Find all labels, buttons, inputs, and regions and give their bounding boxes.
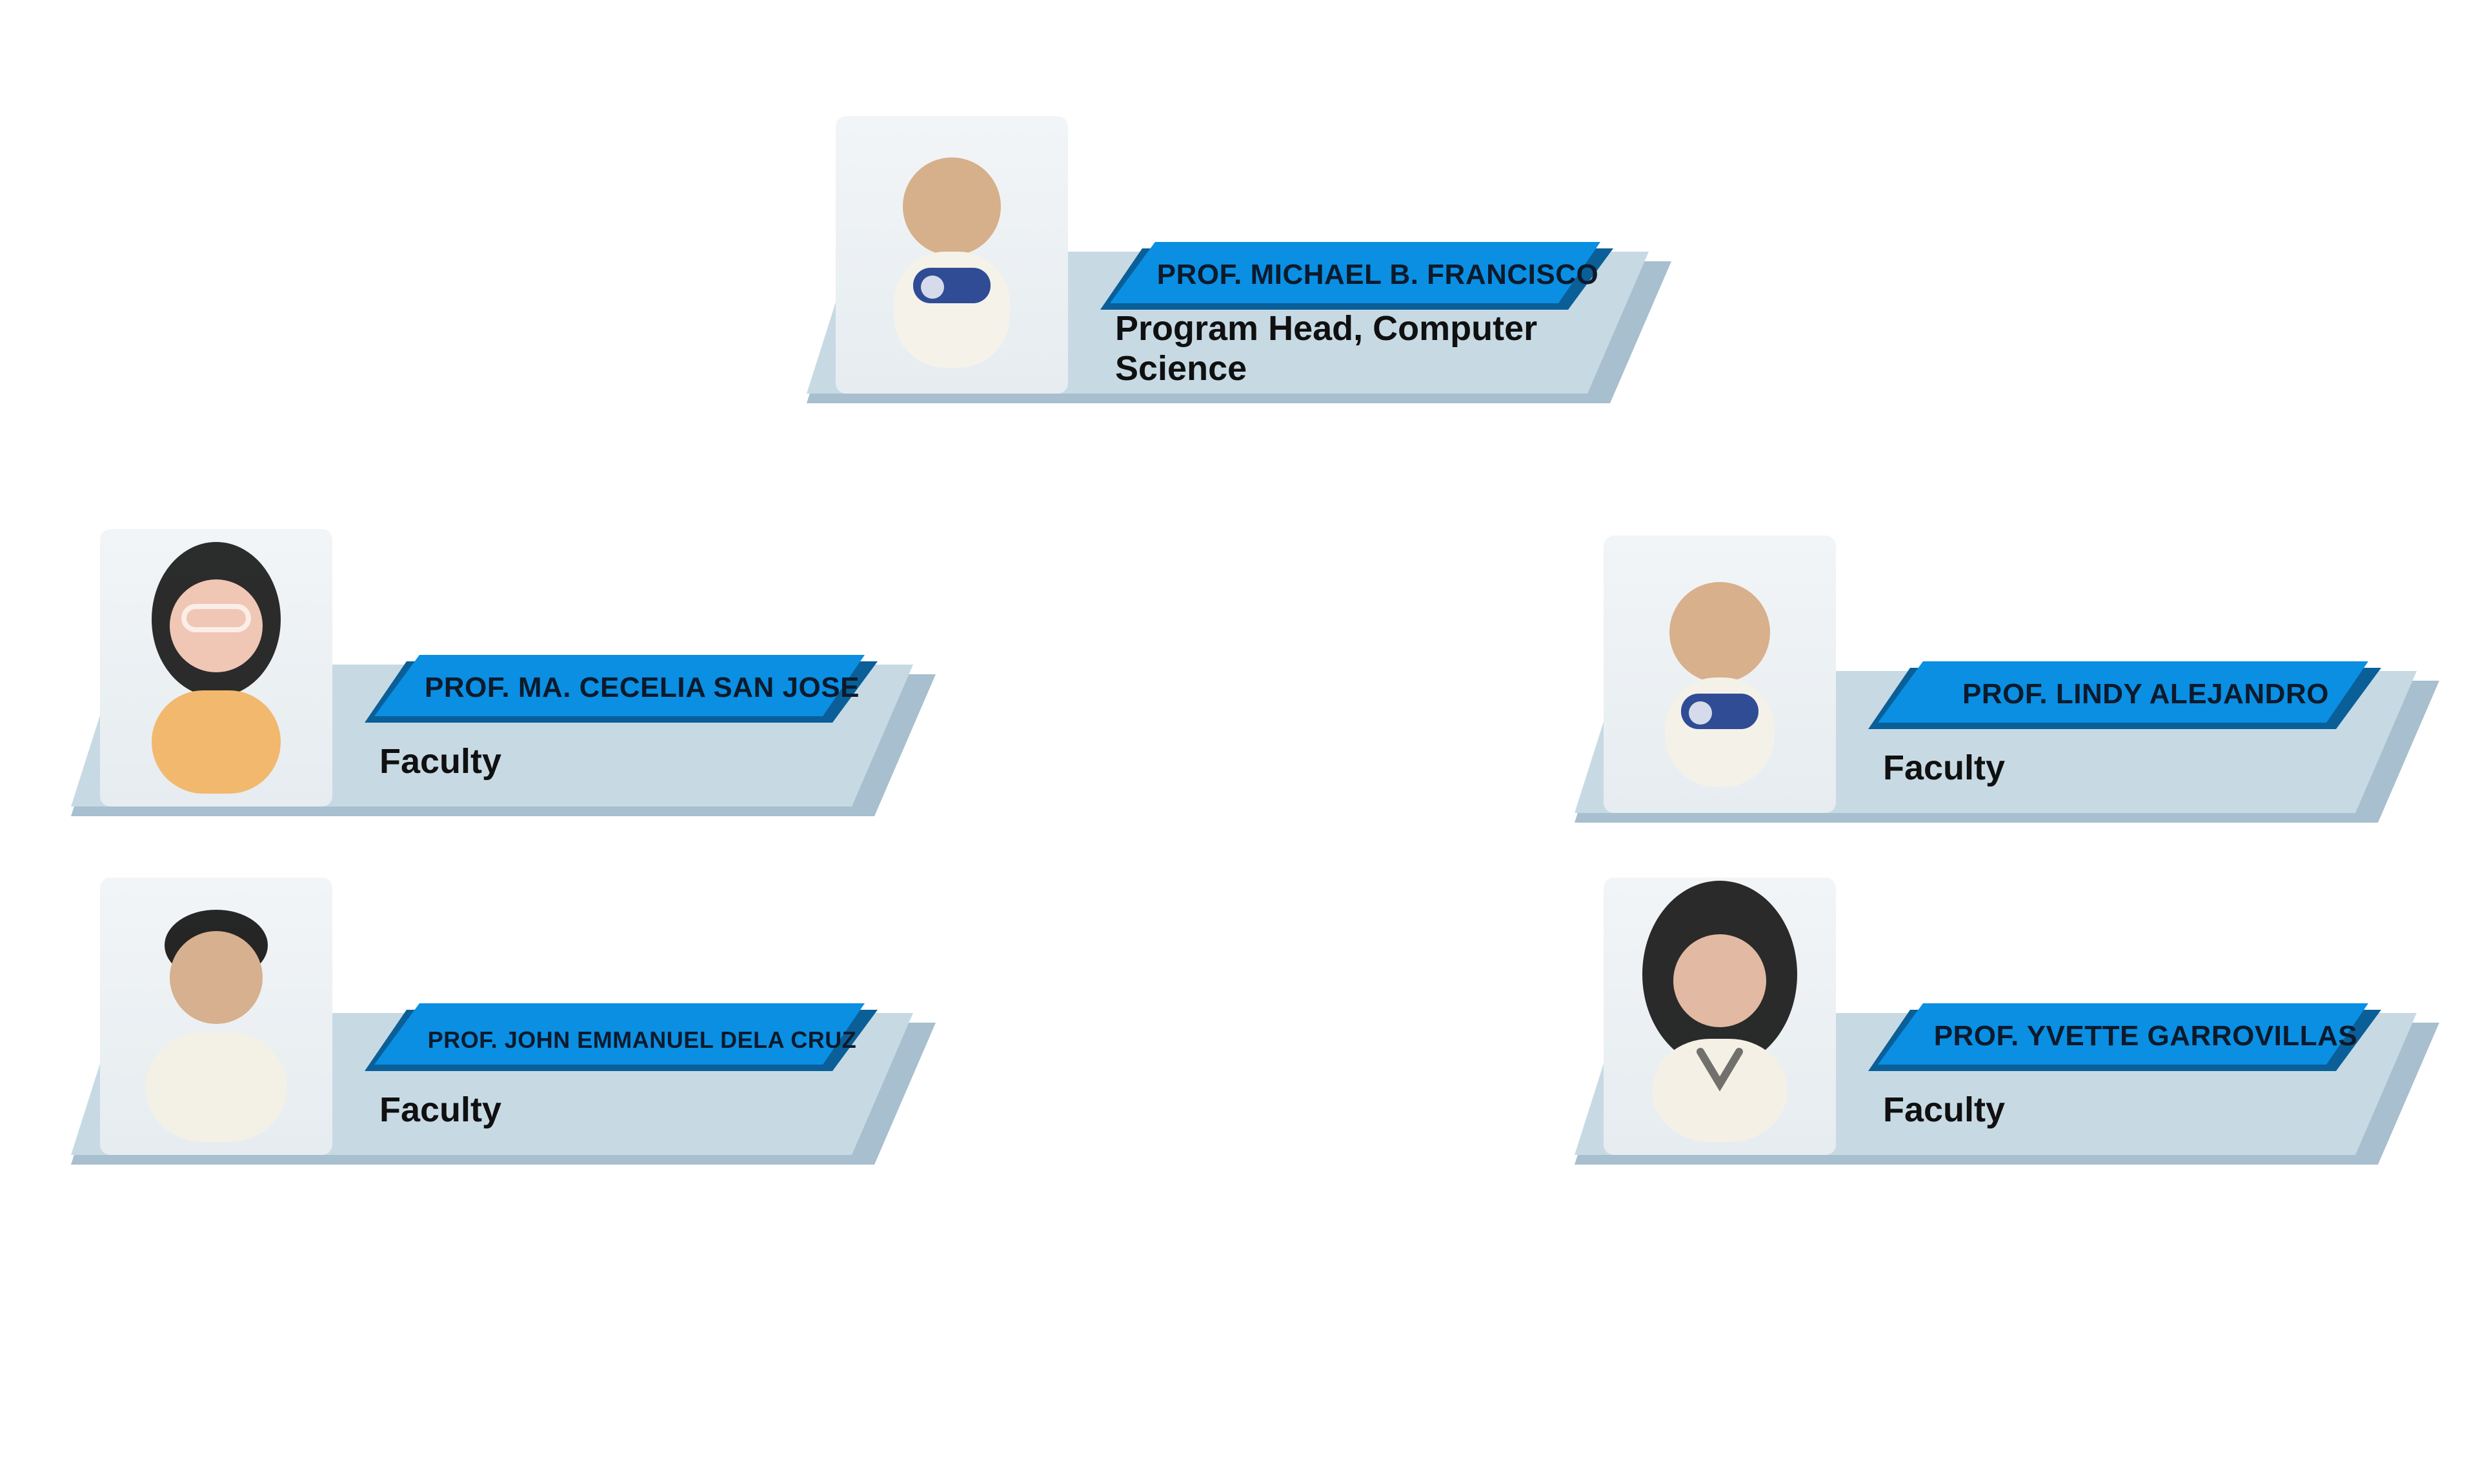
org-card-faculty-3: PROF. JOHN EMMANUEL DELA CRUZ Faculty: [71, 877, 974, 1174]
person-role: Faculty: [379, 742, 502, 781]
person-photo: [100, 529, 332, 807]
org-card-faculty-1: PROF. MA. CECELIA SAN JOSE Faculty: [71, 529, 974, 826]
person-name: PROF. MICHAEL B. FRANCISCO: [1156, 258, 1599, 290]
person-photo: [836, 116, 1068, 394]
person-role: Program Head, Computer Science: [1115, 309, 1538, 388]
person-name: PROF. YVETTE GARROVILLAS: [1933, 1019, 2358, 1052]
org-card-program-head: PROF. MICHAEL B. FRANCISCO Program Head,…: [807, 116, 1710, 413]
person-photo: [100, 877, 332, 1155]
org-card-faculty-4: PROF. YVETTE GARROVILLAS Faculty: [1575, 877, 2478, 1174]
person-role: Faculty: [1883, 748, 2006, 787]
person-name: PROF. MA. CECELIA SAN JOSE: [425, 671, 860, 703]
person-photo: [1604, 536, 1836, 813]
person-photo: [1604, 877, 1836, 1155]
person-name: PROF. LINDY ALEJANDRO: [1962, 677, 2329, 710]
org-card-faculty-2: PROF. LINDY ALEJANDRO Faculty: [1575, 536, 2478, 832]
person-role: Faculty: [1883, 1090, 2006, 1129]
person-name: PROF. JOHN EMMANUEL DELA CRUZ: [427, 1027, 857, 1054]
person-role: Faculty: [379, 1090, 502, 1129]
